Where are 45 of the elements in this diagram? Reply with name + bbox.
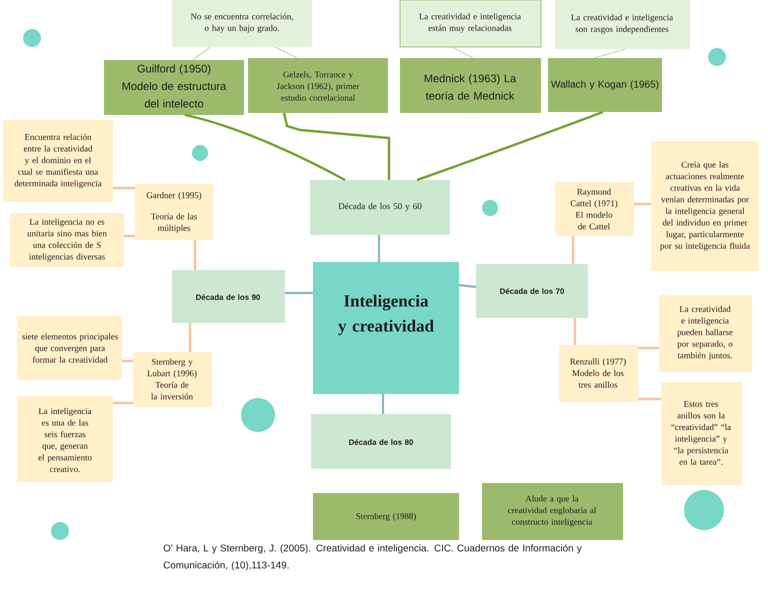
main-topic-box: Inteligencia y creatividad bbox=[313, 262, 459, 394]
connector-line bbox=[378, 235, 380, 262]
connector-line bbox=[574, 318, 576, 345]
author-box: Wallach y Kogan (1965) bbox=[548, 58, 662, 112]
note-box: La creatividad e inteligencia pueden hallarse por separado, o también juntos. bbox=[659, 295, 752, 372]
note-box: siete elementos principales que convergen para formar la creatividad bbox=[17, 316, 122, 380]
note-box: La inteligencia es una de las seis fuerzas que, generan el pensamiento creativo. bbox=[17, 396, 113, 482]
decade-box: Década de los 50 y 60 bbox=[310, 180, 450, 235]
connector-line bbox=[282, 112, 390, 180]
finding-box: La creatividad e inteligencia están muy relacionadas bbox=[400, 0, 542, 48]
author-box: Sternberg (1988) bbox=[313, 493, 459, 540]
note-box: Estos tres anillos son la “creatividad” “la inteligencia” y “la persistencia en la tarea”. bbox=[661, 382, 742, 485]
connector-line bbox=[122, 360, 133, 362]
citation-text: O' Hara, L y Sternberg, J. (2005). Creatividad e inteligencia. CIC. Cuadernos de Información y Comunicación, (10),113-149. bbox=[164, 544, 582, 570]
connector-line bbox=[638, 398, 661, 400]
connector-line bbox=[285, 292, 313, 294]
note-box: Encuentra relación entre la creatividad y el dominio en el cual se manifiesta una determinada inteligencia bbox=[3, 120, 113, 202]
connector-line bbox=[458, 284, 476, 288]
connector-line bbox=[594, 48, 626, 58]
connector-line bbox=[113, 186, 135, 190]
connector-line bbox=[274, 46, 298, 58]
connector-line bbox=[452, 46, 474, 58]
connector-line bbox=[638, 346, 659, 350]
theory-box: Sternberg y Lubart (1996) Teoría de la inversión bbox=[133, 352, 212, 407]
connector-line bbox=[416, 110, 604, 182]
author-box: Gelzels, Torrance y Jackson (1962), primer estudio correlacional bbox=[248, 58, 388, 113]
connector-line bbox=[572, 236, 574, 264]
author-box: Guilford (1950) Modelo de estructura del intelecto bbox=[104, 60, 244, 115]
note-box: La inteligencia no es unitaria sino mas bien una colección de S inteligencias diversas bbox=[10, 213, 124, 267]
note-box: Alude a que la creatividad englobaría al constructo inteligencia bbox=[482, 483, 623, 540]
connector-line bbox=[184, 114, 346, 182]
theory-box: Raymond Cattel (1971) El modelo de Cattel bbox=[555, 182, 634, 236]
finding-box: No se encuentra correlación, o hay un bajo grado. bbox=[172, 0, 312, 47]
theory-box: Renzulli (1977) Modelo de los tres anillos bbox=[559, 345, 638, 402]
connector-line bbox=[382, 394, 384, 414]
connector-line bbox=[194, 240, 196, 270]
finding-box: La creatividad e inteligencia son rasgos independientes bbox=[555, 0, 690, 49]
connector-line bbox=[634, 202, 651, 206]
note-box: Creía que las actuaciones realmente creativas en la vida venían determinadas por la inteligencia general del individuo en primer lugar, particularmente por su inteligencia fluida bbox=[651, 141, 759, 271]
connector-line bbox=[192, 46, 210, 60]
theory-box: Gardner (1995) Teoría de las múltiples bbox=[135, 184, 213, 240]
connector-line bbox=[113, 402, 133, 404]
author-box: Mednick (1963) La teoría de Mednick bbox=[400, 58, 541, 113]
connector-line bbox=[188, 323, 192, 352]
connector-line bbox=[124, 234, 135, 238]
